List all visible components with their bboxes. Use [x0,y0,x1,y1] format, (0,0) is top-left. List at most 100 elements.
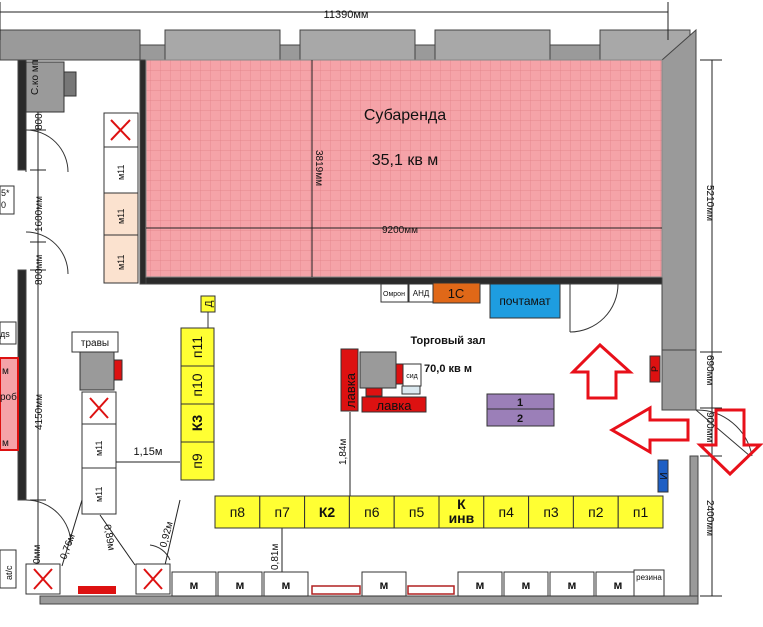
right-dimensions [700,59,722,597]
left-frag-2: 0 [1,200,6,210]
fridge-column-mid [81,391,117,515]
copier-side [63,71,77,97]
dim-sub-width: 9200мм [382,225,418,236]
left-door-swings [25,129,171,561]
lavka-horizontal-box [361,396,427,413]
subrent-area [145,59,663,278]
dim-total-width: 11390мм [324,9,369,21]
left-pink-block [0,357,19,451]
left-frag-box-3 [0,321,17,345]
left-frag-3: дs [0,329,10,339]
aisle-076-line [61,499,83,567]
dim-aisle-092: 0,92м [158,520,175,548]
dim-aisle-184: 1,84м [338,439,349,465]
copier-label: С.ко мп [30,60,41,95]
arrow-left [609,405,690,455]
m-block-label: м [522,578,531,592]
travy-red [113,359,123,381]
row-shelf [572,495,619,529]
dim-aisle-076: 0,76м [58,532,77,561]
row-shelf [348,495,395,529]
row-shelf [259,495,306,529]
table-1-label: 1 [517,397,523,409]
subrent-left-wall [139,59,147,285]
subrent-area-label: 35,1 кв м [372,152,439,169]
top-dimension: 11390мм [0,2,669,40]
onec-box [432,282,481,304]
left-frag-box-7 [0,549,17,589]
m-block-label: м [568,578,577,592]
fridge-mid-x [89,397,109,419]
sid-label: сид [406,373,418,380]
m-block-label: м [380,578,389,592]
m-block [549,571,595,597]
m-block [171,571,217,597]
fridge-mid-1: м11 [94,440,104,456]
row-shelf-label: п4 [499,504,515,520]
right-wall-mid [661,349,697,411]
fridge-left-3: м11 [116,254,126,270]
window-box-3 [434,29,551,61]
dim-aisle-081: 0,81м [270,544,281,570]
fridge-left-x [110,119,131,141]
m-block [503,571,549,597]
left-frag-5: роб [0,391,17,403]
inner-door [569,283,619,333]
row-shelf [617,495,664,529]
row-shelf-label: п1 [633,504,649,520]
column-shelf [180,403,215,443]
dim-right-upper: 5210мм [704,185,715,221]
and-label: АНД [413,289,430,298]
column-shelf-label: п11 [189,336,205,358]
marker-i-box [657,459,669,493]
bottom-wall [39,595,699,605]
row-shelf-label: п3 [543,504,559,520]
rezina-label: резина [636,573,662,582]
right-wall-bottom [689,455,699,605]
lavka-red-small [395,363,404,385]
aisle-089-line [99,514,136,566]
column-shelf-label: К3 [189,415,205,432]
column-shelf [180,441,215,481]
row-shelf-label: п5 [409,504,425,520]
row-shelf [304,495,350,529]
row-shelf [393,495,440,529]
m-block [457,571,503,597]
row-shelf-label: п8 [230,504,246,520]
dim-sub-height: 3819мм [313,150,324,186]
column-shelf [180,365,215,405]
travy-stand [79,351,115,391]
omron-label: Омрон [383,291,405,298]
row-shelf [438,495,485,529]
top-wall-left [0,29,141,61]
right-wall-top [661,28,697,351]
window-box-1 [164,29,281,61]
left-dimensions [30,100,46,580]
aisle-092-line [164,499,181,566]
table-2-label: 2 [517,413,523,425]
m-block-label: м [236,578,245,592]
lavka-vertical-label: лавка [343,372,358,408]
postamat-box [489,283,561,319]
sid-base [401,385,421,395]
fridge-left-2: м11 [116,208,126,224]
dim-right-door: 900мм [704,412,715,443]
bottom-left-x [33,568,163,590]
m-block-label: м [476,578,485,592]
dim-left-1600: 1600мм [34,196,45,232]
fridge-mid-2: м11 [94,486,104,502]
walls [0,28,699,605]
bottom-radiators [311,585,455,595]
marker-r: Р [650,366,660,372]
lavka-red-bottom [365,387,383,397]
row-shelf-label: п2 [588,504,604,520]
fridge-left-1: м11 [116,164,126,180]
dim-left-4150: 4150мм [34,394,45,430]
m-block [361,571,407,597]
table-2-box [486,408,555,427]
row-shelf [483,495,530,529]
rezina-box [633,569,665,597]
dim-left-bottom: 800мм [32,544,43,575]
lavka-grey-box [359,351,397,389]
